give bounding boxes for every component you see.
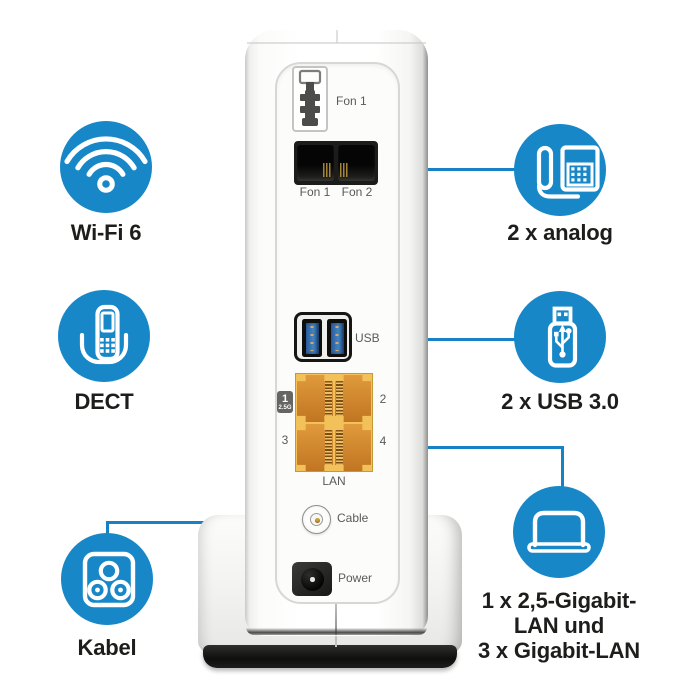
power-jack-barrel [300,567,324,591]
lan-connector-line-vertical [561,446,564,489]
kabel-connector-line-horizontal [106,521,220,524]
lan-port-2[interactable] [335,375,371,422]
lan-callout-label-line2: LAN und [513,613,605,638]
lan-connector-line-horizontal [427,446,564,449]
coax-center-pin [314,517,320,523]
dect-callout-circle [58,290,150,382]
kabel-connector-line-vertical [106,521,109,538]
tae-socket-label: Fon 1 [336,94,367,108]
router-stand-base [203,645,457,668]
lan-port-2-pins [336,381,343,416]
kabel-callout-circle [61,533,153,625]
lan-port-1-number: 1 [281,393,289,405]
wifi-callout-label: Wi-Fi 6 [70,220,142,245]
fon1-jack-label: Fon 1 [299,185,331,199]
lan-ports-label: LAN [322,474,346,488]
coax-cable-connector[interactable] [302,505,331,534]
analog-phone-icon [536,145,600,199]
power-jack-pin [310,577,315,582]
usb-callout-circle [514,291,606,383]
lan-port-1-speed-badge: 1 2.5G [277,391,293,413]
tae-fon-socket[interactable] [292,66,328,132]
cable-connector-label: Cable [337,511,369,525]
usb-ports[interactable] [294,312,352,362]
lan-port-3[interactable] [297,424,333,471]
wifi-icon [64,136,148,193]
usb-ports-label: USB [355,331,380,345]
lan-port-1[interactable] [297,375,333,422]
usb-connector-line [427,338,516,341]
analog-connector-line [427,168,516,171]
dect-callout-label: DECT [74,389,134,414]
usb-callout-label: 2 x USB 3.0 [501,389,619,414]
lan-port-2-number: 2 [379,392,387,406]
lan-callout-circle [513,486,605,578]
lan-port-4[interactable] [335,424,371,471]
kabel-callout-label: Kabel [77,635,137,660]
usb-port-2-pins [335,325,339,351]
lan-ports[interactable] [295,373,373,472]
lan-callout-label-line1: 1 x 2,5-Gigabit- [481,588,637,613]
analog-callout-circle [514,124,606,216]
usb-port-1-tongue [305,322,319,354]
lan-callout-label-line3: 3 x Gigabit-LAN [477,638,640,663]
laptop-icon [527,510,591,553]
dect-phone-icon [79,304,129,365]
usb-port-1-pins [310,325,314,351]
rj11-fon-jacks[interactable] [294,141,378,185]
lan-port-4-number: 4 [379,434,387,448]
power-jack-label: Power [338,571,373,585]
lan-port-4-pins [336,430,343,465]
coax-inner-ring [309,512,323,526]
stand-front-seam [335,636,337,647]
lan-port-3-number: 3 [281,433,289,447]
wifi-callout-circle [60,121,152,213]
cable-socket-icon [82,551,136,608]
face-bottom-edge [246,627,427,635]
lan-port-3-pins [325,430,332,465]
fon2-jack-label: Fon 2 [341,185,373,199]
usb-stick-icon [547,306,578,368]
fon1-jack-pins [323,163,332,177]
usb-port-2[interactable] [327,319,347,357]
top-cap-seam [247,42,426,44]
lan-callout-label: 1 x 2,5-Gigabit- LAN und 3 x Gigabit-LAN [459,588,659,663]
usb-port-2-tongue [330,322,344,354]
fon2-jack-pins [340,163,349,177]
lan-port-1-pins [325,381,332,416]
top-center-seam [336,30,338,43]
lan-port-1-speed: 2.5G [278,405,292,411]
bottom-center-seam [335,593,337,635]
analog-callout-label: 2 x analog [507,220,613,245]
usb-port-1[interactable] [302,319,322,357]
fon2-jack[interactable] [338,145,375,181]
fon1-jack[interactable] [297,145,334,181]
power-jack[interactable] [292,562,332,596]
